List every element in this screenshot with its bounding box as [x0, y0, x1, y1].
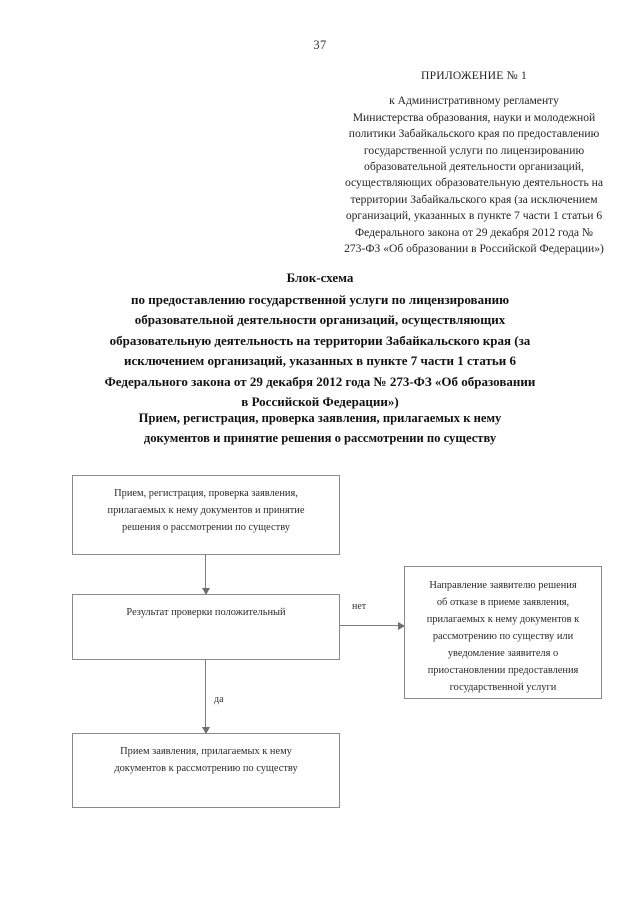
appendix-line: осуществляющих образовательную деятельно… — [344, 176, 604, 190]
appendix-line: территории Забайкальского края (за исклю… — [350, 192, 598, 206]
flow-node-line: прилагаемых к нему документов и принятие — [107, 505, 305, 516]
appendix-line: организаций, указанных в пункте 7 части … — [345, 209, 603, 223]
appendix-line: 273-ФЗ «Об образовании в Российской Феде… — [344, 242, 604, 256]
flow-node-line: Направление заявителю решения — [429, 580, 577, 591]
arrow-right-icon — [398, 621, 405, 630]
document-subtitle: Прием, регистрация, проверка заявления, … — [88, 408, 552, 448]
document-title-line: в Российской Федерации») — [241, 394, 399, 409]
document-title-line: Федерального закона от 29 декабря 2012 г… — [104, 373, 536, 389]
flow-node-refusal-notice: Направление заявителю решения об отказе … — [404, 566, 602, 699]
flow-node-line: рассмотрению по существу или — [432, 631, 574, 642]
flow-node-line: Прием, регистрация, проверка заявления, — [114, 488, 298, 499]
appendix-line: Федерального закона от 29 декабря 2012 г… — [355, 225, 593, 239]
appendix-line: образовательной деятельности организаций… — [364, 160, 584, 174]
arrow-down-icon — [201, 588, 210, 595]
flow-node-line: прилагаемых к нему документов к — [426, 614, 580, 625]
document-title: Блок-схема по предоставлению государстве… — [78, 268, 562, 413]
connector-check-to-refusal — [340, 625, 404, 626]
edge-label-yes: да — [212, 694, 226, 705]
document-title-line: исключением организаций, указанных в пун… — [124, 353, 516, 368]
flow-node-line: Прием заявления, прилагаемых к нему — [120, 746, 292, 757]
appendix-line: политики Забайкальского края по предоста… — [348, 127, 600, 141]
connector-intake-to-check — [205, 555, 206, 594]
document-title-line: образовательной деятельности организаций… — [134, 312, 506, 327]
flow-node-line: об отказе в приеме заявления, — [436, 597, 570, 608]
document-title-lead: Блок-схема — [286, 270, 354, 285]
edge-label-no: нет — [350, 601, 369, 612]
appendix-header: ПРИЛОЖЕНИЕ № 1 к Административному регла… — [318, 68, 630, 257]
flow-node-line: документов к рассмотрению по существу — [114, 763, 298, 774]
appendix-title: ПРИЛОЖЕНИЕ № 1 — [421, 69, 527, 82]
flow-node-line: государственной услуги — [449, 682, 557, 693]
document-title-line: образовательную деятельность на территор… — [109, 332, 531, 348]
arrow-down-icon — [201, 727, 210, 734]
document-subtitle-line: Прием, регистрация, проверка заявления, … — [138, 411, 502, 425]
document-title-line: по предоставлению государственной услуги… — [131, 291, 509, 307]
flow-node-intake: Прием, регистрация, проверка заявления, … — [72, 475, 340, 555]
flow-node-line: уведомление заявителя о — [447, 648, 559, 659]
flow-node-line: Результат проверки положительный — [126, 607, 286, 618]
flow-node-accept: Прием заявления, прилагаемых к нему доку… — [72, 733, 340, 808]
appendix-line: Министерства образования, науки и молоде… — [352, 110, 596, 124]
flow-node-check-result: Результат проверки положительный — [72, 594, 340, 660]
document-subtitle-line: документов и принятие решения о рассмотр… — [143, 431, 497, 445]
appendix-body: к Административному регламенту Министерс… — [318, 93, 630, 257]
appendix-line: к Административному регламенту — [389, 94, 559, 108]
page-number: 37 — [313, 38, 327, 52]
appendix-line: государственной услуги по лицензированию — [363, 143, 585, 157]
flow-node-line: приостановлении предоставления — [427, 665, 579, 676]
flow-node-line: решения о рассмотрении по существу — [122, 522, 290, 533]
connector-check-to-accept — [205, 660, 206, 733]
